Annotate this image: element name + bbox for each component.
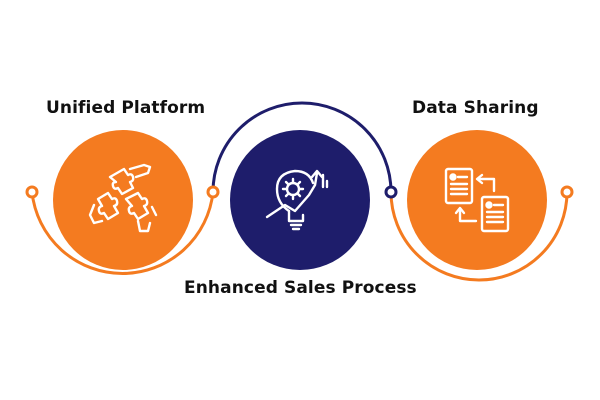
right-connector-arc [389, 191, 569, 282]
enhanced-sales-process-label: Enhanced Sales Process [184, 278, 417, 298]
left-connector-arc [30, 191, 215, 275]
right-end-dot [560, 185, 574, 199]
document-exchange-icon [444, 167, 510, 233]
right-junction-dot [384, 185, 398, 199]
left-junction-dot [206, 185, 220, 199]
unified-platform-label: Unified Platform [46, 98, 206, 118]
lightbulb-gear-growth-icon [265, 169, 329, 231]
middle-connector-arc [211, 101, 393, 193]
left-end-dot [25, 185, 39, 199]
data-sharing-circle [407, 130, 547, 270]
data-sharing-label: Data Sharing [412, 98, 539, 118]
puzzle-hands-icon [88, 163, 158, 233]
enhanced-sales-process-circle [230, 130, 370, 270]
unified-platform-circle [53, 130, 193, 270]
